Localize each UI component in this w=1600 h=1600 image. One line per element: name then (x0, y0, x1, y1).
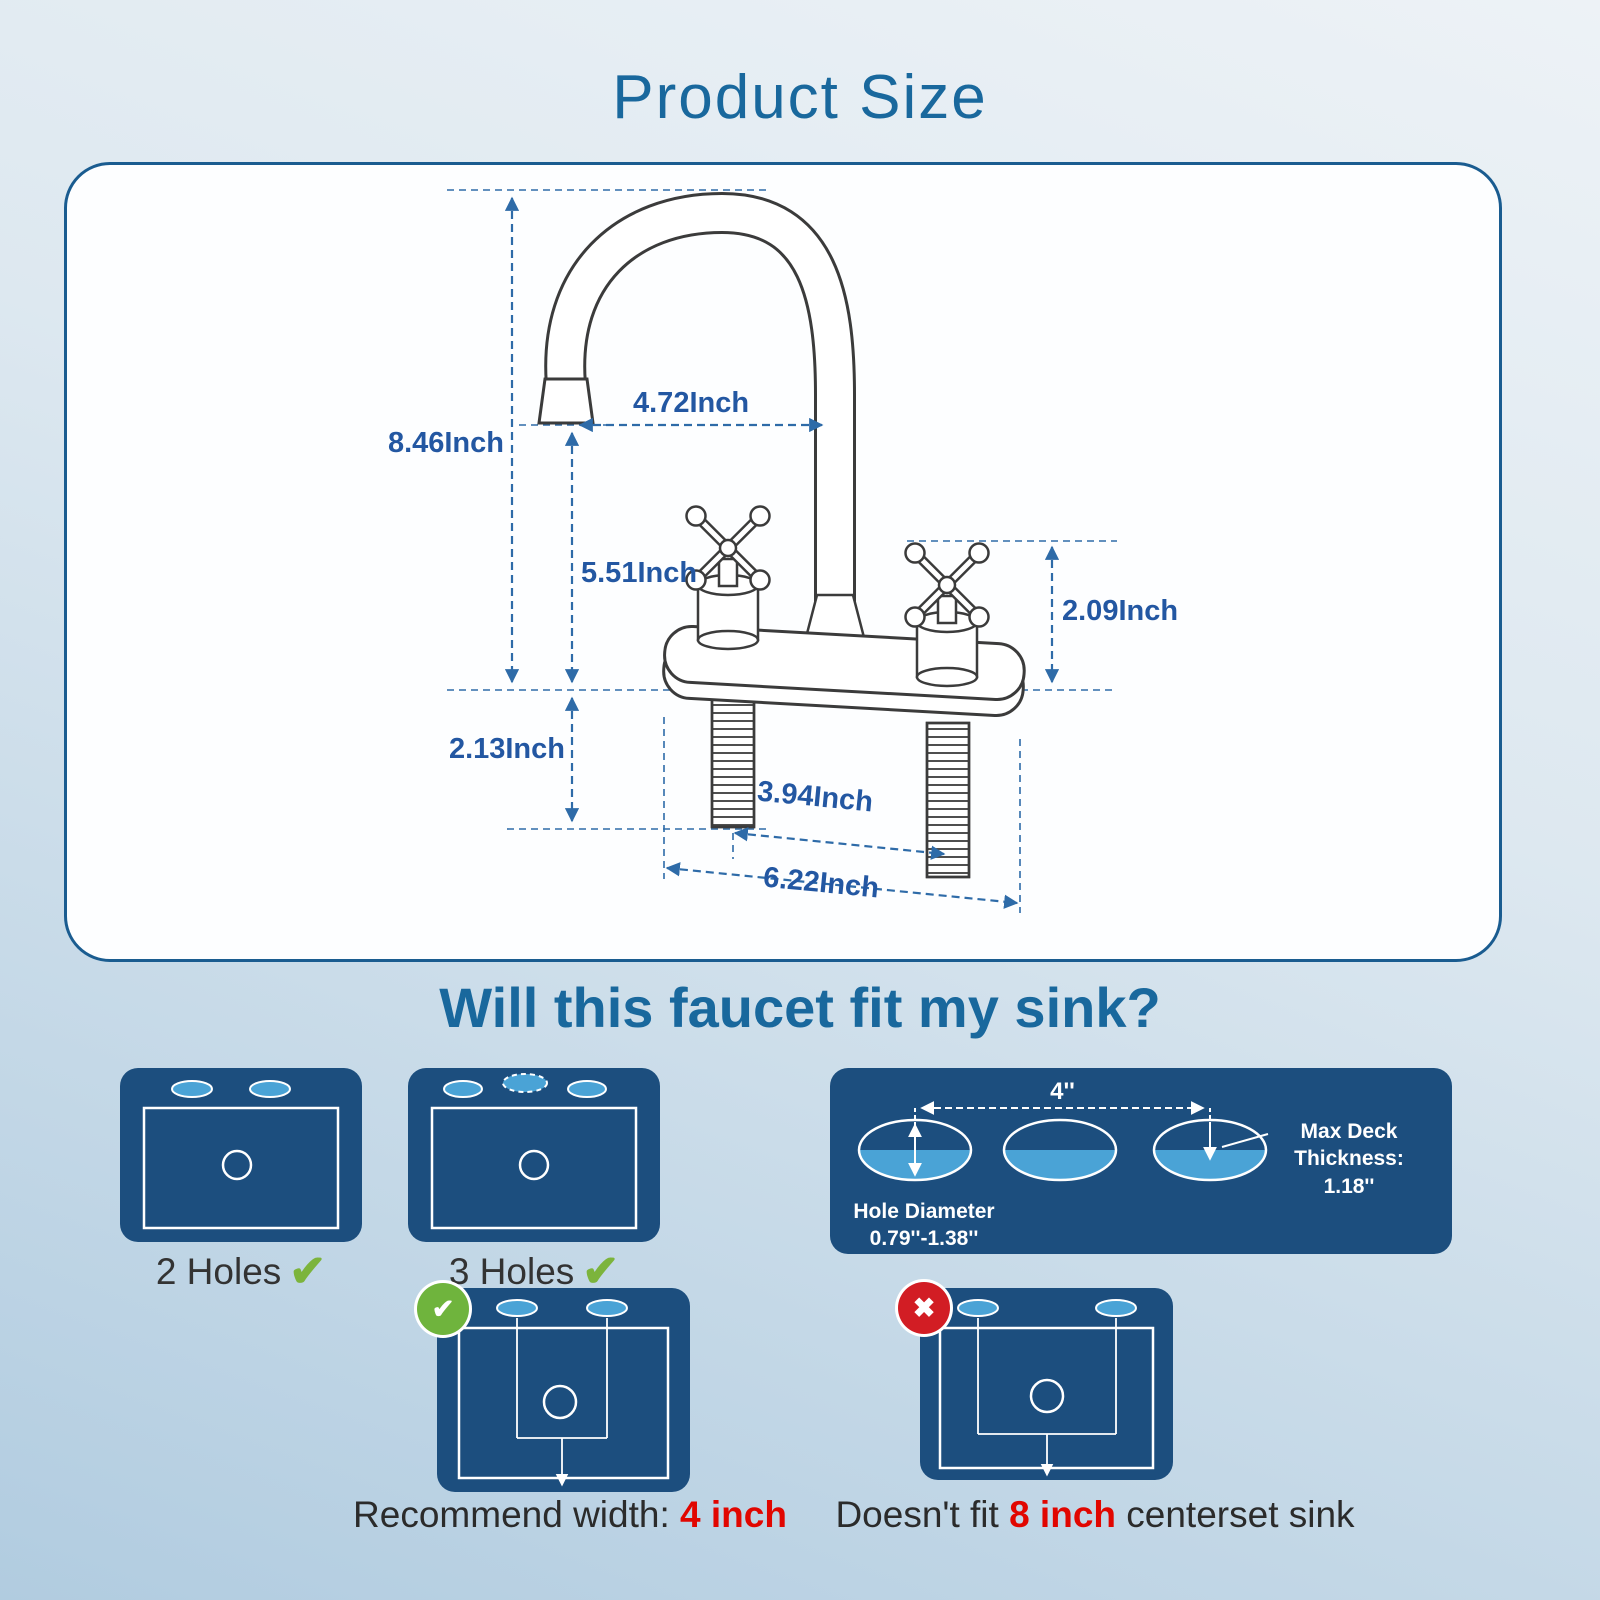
not-fit-suffix: centerset sink (1116, 1494, 1355, 1535)
hole-dimension-lines (908, 1101, 1269, 1177)
product-size-panel: 8.46Inch 4.72Inch 5.51Inch 2.09Inch 2.13… (64, 162, 1502, 962)
hole-fill (1004, 1150, 1116, 1180)
faucet-hole (249, 1080, 291, 1098)
three-holes-caption: 3 Holes ✔ (408, 1250, 660, 1294)
faucet-hole (171, 1080, 213, 1098)
drain-hole (221, 1149, 253, 1181)
width-measure-lines (516, 1318, 608, 1487)
faucet-hole (443, 1080, 483, 1098)
left-handle (685, 505, 771, 651)
two-holes-label: 2 Holes (155, 1251, 282, 1292)
not-fit-prefix: Doesn't fit (835, 1494, 1010, 1535)
check-icon: ✔ (289, 1247, 327, 1296)
faucet-hole (957, 1299, 999, 1317)
three-holes-sink-card (408, 1068, 660, 1242)
faucet-hole (496, 1299, 538, 1317)
hole-diameter: Hole Diameter 0.79''-1.38'' (838, 1198, 1010, 1253)
recommend-caption: Recommend width: 4 inch (295, 1494, 845, 1536)
right-handle (904, 542, 990, 688)
width-measure-lines (977, 1318, 1117, 1477)
hole-outline (1002, 1118, 1118, 1182)
dim-overall-height: 8.46Inch (387, 427, 504, 459)
faucet-dimension-diagram (447, 189, 1117, 913)
drain-hole (542, 1384, 578, 1420)
faucet-hole (567, 1080, 607, 1098)
optional-hole (502, 1073, 548, 1093)
max-deck-thickness-title: Max Deck Thickness: (1294, 1120, 1404, 1171)
spout-inner (547, 194, 853, 645)
hole-detail-drawing (857, 1101, 1269, 1182)
two-holes-sink-card (120, 1068, 362, 1242)
dim-below-deck: 2.13Inch (448, 733, 565, 765)
faucet-hole (586, 1299, 628, 1317)
two-holes-caption: 2 Holes ✔ (120, 1250, 362, 1294)
recommend-sink-drawing (457, 1299, 670, 1487)
dim-spout-height: 5.51Inch (581, 557, 698, 589)
fit-question-title: Will this faucet fit my sink? (439, 976, 1161, 1039)
faucet-hole (1095, 1299, 1137, 1317)
hole-diameter-title: Hole Diameter (853, 1200, 995, 1223)
two-holes-sink-drawing (142, 1080, 340, 1230)
fit-ok-badge: ✔ (417, 1283, 469, 1335)
check-icon: ✔ (431, 1293, 455, 1324)
hole-detail-panel: 4'' Max Deck Thickness: 1.18'' Hole Diam… (830, 1068, 1452, 1254)
recommend-prefix: Recommend width: (353, 1494, 681, 1535)
hole-outline (1152, 1118, 1268, 1182)
cross-icon: ✖ (912, 1292, 936, 1323)
not-fit-badge: ✖ (898, 1282, 950, 1334)
check-icon: ✔ (582, 1247, 620, 1296)
not-fit-sink-card (920, 1288, 1173, 1480)
drain-hole (518, 1149, 550, 1181)
hole-spacing-label: 4'' (1050, 1078, 1075, 1105)
max-deck-thickness-value: 1.18'' (1323, 1174, 1375, 1198)
not-fit-sink-drawing (938, 1299, 1155, 1477)
recommend-width-value: 4 inch (680, 1494, 787, 1535)
three-holes-label: 3 Holes (448, 1251, 575, 1292)
max-deck-thickness: Max Deck Thickness: 1.18'' (1250, 1118, 1448, 1200)
supply-shanks (710, 691, 971, 879)
not-fit-caption: Doesn't fit 8 inch centerset sink (800, 1494, 1390, 1536)
page-title: Product Size (612, 63, 988, 132)
hole-outline (857, 1118, 973, 1182)
dim-spout-reach: 4.72Inch (633, 387, 750, 419)
recommend-sink-card (437, 1288, 690, 1492)
not-fit-value: 8 inch (1009, 1494, 1116, 1535)
drain-hole (1029, 1378, 1065, 1414)
hole-diameter-value: 0.79''-1.38'' (869, 1227, 979, 1251)
hole-fill (1154, 1150, 1266, 1180)
aerator (537, 377, 595, 425)
dimension-lines (504, 196, 1060, 909)
three-holes-sink-drawing (430, 1073, 638, 1230)
dim-handle-height: 2.09Inch (1062, 595, 1179, 627)
